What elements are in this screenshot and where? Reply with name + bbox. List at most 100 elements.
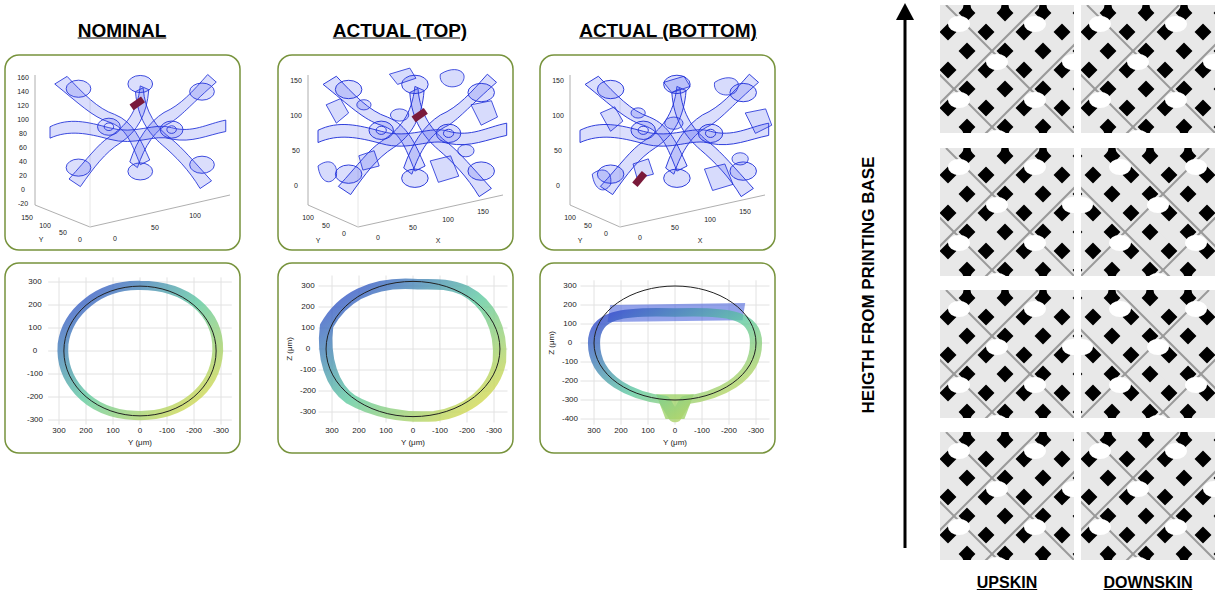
- axis-tick: 0: [604, 230, 608, 237]
- axis-tick: 100: [28, 324, 41, 332]
- axis-tick: 140: [17, 88, 29, 95]
- axis-tick: -300: [27, 416, 43, 424]
- column-heading: ACTUAL (TOP): [333, 21, 467, 40]
- axis-tick: 50: [584, 222, 592, 229]
- column-heading: NOMINAL: [78, 21, 167, 40]
- axis-title: Y: [578, 237, 583, 244]
- axis-tick: 0: [342, 230, 346, 237]
- axis-title: Y (μm): [663, 439, 687, 447]
- axis-tick: -200: [186, 427, 202, 435]
- axis-tick: 0: [568, 339, 572, 347]
- axis-title: Y: [39, 236, 44, 243]
- axis-tick: 300: [301, 282, 314, 290]
- axis-tick: 0: [113, 235, 117, 242]
- axis-tick: 100: [290, 112, 302, 119]
- axis-tick: 100: [442, 216, 454, 223]
- axis-tick: 150: [477, 208, 489, 215]
- axis-tick: 100: [564, 214, 576, 221]
- axis-tick: 0: [376, 234, 380, 241]
- axis-tick: 0: [411, 427, 415, 435]
- axis-tick: 50: [59, 229, 67, 236]
- nominal-section: [48, 277, 232, 424]
- axis-tick: -100: [27, 370, 43, 378]
- axis-tick: 120: [17, 102, 29, 109]
- axis-tick: 50: [322, 222, 330, 229]
- column-heading: DOWNSKIN: [1104, 575, 1193, 591]
- axis-tick: -300: [213, 427, 229, 435]
- axis-tick: 300: [325, 427, 338, 435]
- axis-tick: -20: [18, 200, 28, 207]
- column-heading: ACTUAL (BOTTOM): [579, 21, 757, 40]
- axis-tick: 100: [39, 222, 51, 229]
- height-arrow: [896, 3, 914, 548]
- axis-tick: 200: [563, 301, 576, 309]
- axis-tick: 100: [641, 427, 654, 435]
- axis-tick: 160: [17, 74, 29, 81]
- axis-tick: 100: [302, 214, 314, 221]
- axis-tick: 0: [673, 427, 677, 435]
- axis-tick: 100: [301, 324, 314, 332]
- axis-tick: 40: [19, 158, 27, 165]
- axis-heading: HEIGTH FROM PRINTING BASE: [860, 157, 877, 414]
- panel-frames: [5, 55, 775, 453]
- axis-tick: 0: [638, 234, 642, 241]
- axis-tick: 0: [306, 345, 310, 353]
- axis-tick: -200: [459, 427, 475, 435]
- axis-title: Y: [316, 237, 321, 244]
- axis-tick: -100: [300, 366, 316, 374]
- axis-tick: 100: [563, 320, 576, 328]
- axis-tick: 80: [19, 130, 27, 137]
- actual-top-lattice: [318, 68, 507, 197]
- axis-tick: 0: [294, 182, 298, 189]
- axis-tick: 60: [19, 144, 27, 151]
- axis-tick: 100: [552, 112, 564, 119]
- axis-tick: -400: [562, 415, 578, 423]
- axis-title: X: [436, 237, 441, 244]
- axis-tick: 300: [28, 278, 41, 286]
- column-heading: UPSKIN: [977, 575, 1037, 591]
- axis-tick: 200: [352, 427, 365, 435]
- axis-tick: 300: [52, 427, 65, 435]
- actual-top-section: [319, 276, 508, 423]
- axis-tick: 200: [301, 303, 314, 311]
- actual-bottom-lattice: [580, 74, 772, 196]
- axis-title: Z (μm): [286, 337, 294, 361]
- axis-tick: 300: [587, 427, 600, 435]
- axis-tick: 150: [739, 208, 751, 215]
- axis-tick: -300: [486, 427, 502, 435]
- axis-title: Z (μm): [548, 331, 556, 355]
- axis-tick: -200: [27, 393, 43, 401]
- ct-renderings: [826, 5, 1220, 573]
- axis-title: Y (μm): [401, 439, 425, 447]
- axis-tick: 200: [79, 427, 92, 435]
- axis-tick: 150: [290, 77, 302, 84]
- axis-tick: -100: [159, 427, 175, 435]
- axis-tick: 100: [17, 116, 29, 123]
- axis-tick: -200: [300, 387, 316, 395]
- axis-tick: 0: [33, 347, 37, 355]
- actual-bottom-section: [581, 280, 770, 424]
- axis-tick: -100: [432, 427, 448, 435]
- axis-tick: 50: [151, 224, 159, 231]
- axis-tick: 150: [552, 77, 564, 84]
- axis-tick: 100: [704, 216, 716, 223]
- axis-tick: 50: [554, 147, 562, 154]
- axis-tick: -300: [300, 408, 316, 416]
- axis-tick: 0: [556, 182, 560, 189]
- axis-tick: 50: [292, 147, 300, 154]
- axis-tick: 50: [671, 224, 679, 231]
- axis-tick: 0: [21, 186, 25, 193]
- nominal-lattice: [50, 75, 226, 189]
- axis-tick: 100: [106, 427, 119, 435]
- axis-tick: -100: [562, 358, 578, 366]
- axis-tick: 20: [19, 172, 27, 179]
- 3d-axes: [35, 75, 765, 227]
- axis-tick: 200: [28, 301, 41, 309]
- axis-tick: 200: [614, 427, 627, 435]
- axis-title: X: [698, 237, 703, 244]
- axis-tick: -300: [748, 427, 764, 435]
- axis-tick: 50: [409, 224, 417, 231]
- axis-tick: -300: [562, 396, 578, 404]
- axis-tick: 0: [138, 427, 142, 435]
